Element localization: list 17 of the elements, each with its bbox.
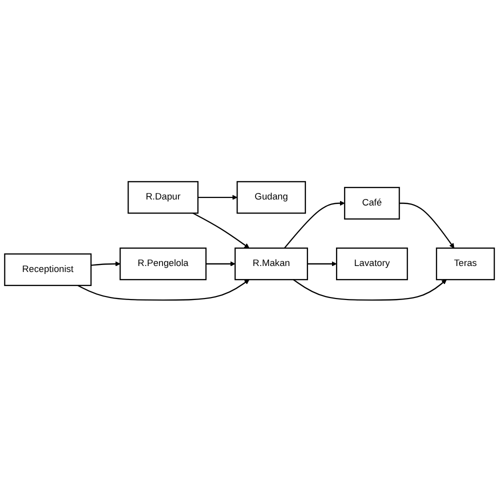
node-box: Café [344,187,400,220]
arrow [78,280,250,301]
arrow [399,202,454,249]
arrow [192,212,250,249]
node-box: Receptionist [4,254,92,286]
node-box: R.Dapur [128,181,198,214]
node-box: Teras [436,248,495,280]
arrow [198,195,238,200]
node-box: R.Pengelola [120,248,207,280]
arrow [90,261,120,267]
arrow [206,261,236,267]
arrow [293,279,447,301]
node-box: R.Makan [234,248,308,280]
arrow [284,200,345,249]
node-box: Gudang [236,181,306,214]
arrow [307,261,337,267]
node-box: Lavatory [336,248,408,280]
